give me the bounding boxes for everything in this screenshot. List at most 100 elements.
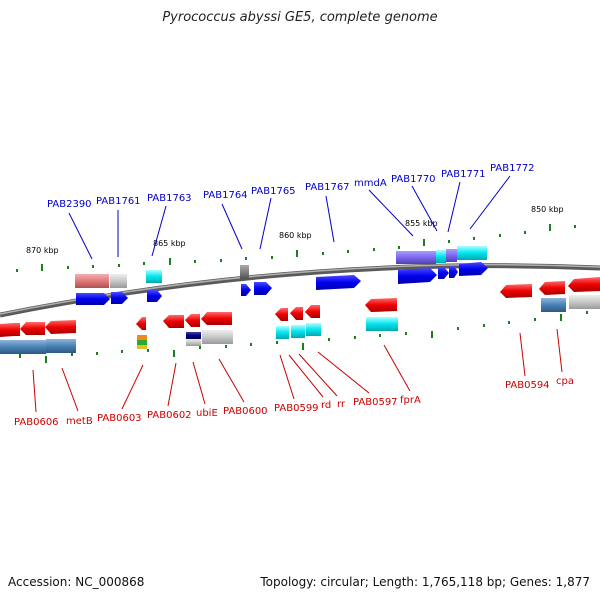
feature-block-cyan[interactable]	[366, 317, 398, 331]
scale-label: 860 kbp	[279, 231, 312, 240]
gene-arrow-rr[interactable]	[305, 305, 320, 318]
gene-label[interactable]: metB	[66, 416, 93, 427]
gene-arrow-pab2390[interactable]	[76, 293, 110, 305]
gene-arrow-minus[interactable]	[20, 322, 45, 335]
gene-arrow-mmda[interactable]	[398, 268, 437, 284]
feature-block-purple[interactable]	[396, 251, 436, 264]
leader-line	[192, 361, 206, 405]
feature-block-cyan[interactable]	[291, 325, 305, 338]
gene-label[interactable]: rr	[337, 399, 346, 410]
gene-label[interactable]: PAB0603	[97, 413, 142, 424]
gene-label[interactable]: fprA	[400, 395, 421, 406]
scale-label: 855 kbp	[405, 219, 438, 228]
feature-block-green[interactable]	[137, 340, 147, 345]
gene-label[interactable]: PAB1761	[96, 196, 141, 207]
genome-title: Pyrococcus abyssi GE5, complete genome	[162, 10, 438, 25]
gene-arrow-fpra[interactable]	[365, 298, 397, 312]
scale-label: 850 kbp	[531, 205, 564, 214]
leader-line	[325, 195, 335, 243]
leader-line	[32, 369, 37, 413]
scale-label: 870 kbp	[26, 246, 59, 255]
leader-line	[279, 354, 295, 400]
feature-block-steel[interactable]	[541, 298, 566, 312]
feature-block-yellow[interactable]	[137, 345, 147, 349]
feature-block-grey[interactable]	[202, 330, 233, 344]
leader-line	[519, 332, 526, 377]
gene-arrow-pab0602[interactable]	[163, 315, 184, 328]
gene-arrow-pab1761[interactable]	[111, 292, 128, 304]
feature-block-darkgrey[interactable]	[240, 265, 249, 279]
feature-block-grey[interactable]	[186, 339, 201, 346]
feature-block-cyan[interactable]	[306, 323, 321, 336]
gene-arrow-pab1770[interactable]	[438, 267, 449, 279]
leader-line	[259, 197, 272, 250]
gene-label[interactable]: PAB0602	[147, 410, 192, 421]
feature-block-steel[interactable]	[0, 340, 20, 354]
feature-block-steel[interactable]	[20, 340, 46, 354]
leader-line	[167, 362, 177, 407]
gene-arrow-ubie[interactable]	[185, 314, 200, 327]
top-gene-labels: PAB2390 PAB1761 PAB1763 PAB1764 PAB1765 …	[47, 163, 535, 210]
leader-line	[121, 364, 144, 410]
feature-block-cyan[interactable]	[276, 326, 289, 339]
gene-arrow-metb[interactable]	[45, 320, 76, 334]
gene-label[interactable]: PAB0599	[274, 403, 319, 414]
scale-labels: 870 kbp 865 kbp 860 kbp 855 kbp 850 kbp	[26, 205, 564, 255]
gene-label[interactable]: ubiE	[196, 408, 218, 419]
feature-block-orange[interactable]	[137, 335, 147, 340]
gene-arrow-pab0594[interactable]	[500, 284, 532, 298]
gene-arrow-pab1772[interactable]	[459, 262, 488, 276]
feature-block-cyan[interactable]	[457, 246, 487, 260]
gene-arrow-cpa[interactable]	[539, 281, 565, 295]
top-label-leaders	[68, 175, 511, 260]
leader-line	[61, 367, 79, 412]
gene-arrow-pab1763[interactable]	[147, 290, 162, 302]
gene-label[interactable]: PAB0597	[353, 397, 398, 408]
plus-strand-features	[75, 246, 488, 305]
gene-label[interactable]: rd	[321, 400, 331, 411]
gene-label[interactable]: cpa	[556, 376, 574, 387]
feature-block-cyan[interactable]	[436, 250, 446, 263]
leader-line	[447, 181, 461, 233]
top-scale-ticks	[16, 224, 576, 272]
leader-line	[151, 205, 167, 257]
gene-arrow-pab1767[interactable]	[316, 275, 361, 290]
feature-block-navy[interactable]	[186, 332, 201, 339]
feature-block-purple[interactable]	[446, 249, 457, 262]
leader-line	[411, 185, 438, 232]
gene-label[interactable]: PAB1772	[490, 163, 535, 174]
bottom-label-leaders	[32, 328, 563, 413]
bottom-gene-labels: PAB0606 metB PAB0603 PAB0602 ubiE PAB060…	[14, 376, 574, 428]
gene-label[interactable]: PAB1764	[203, 190, 248, 201]
gene-arrow-pab0603[interactable]	[136, 317, 146, 330]
leader-line	[368, 189, 414, 237]
feature-block-cyan[interactable]	[146, 270, 162, 283]
feature-block-pink[interactable]	[75, 274, 109, 288]
gene-arrow-rd[interactable]	[290, 307, 303, 320]
gene-label[interactable]: PAB1770	[391, 174, 436, 185]
gene-label[interactable]: PAB0606	[14, 417, 59, 428]
gene-arrow-minus[interactable]	[568, 277, 600, 292]
gene-arrow-pab0606[interactable]	[0, 323, 20, 337]
feature-block-grey[interactable]	[110, 274, 127, 288]
gene-label[interactable]: PAB0594	[505, 380, 550, 391]
gene-label[interactable]: PAB2390	[47, 199, 92, 210]
gene-label[interactable]: PAB1765	[251, 186, 296, 197]
leader-line	[383, 344, 411, 392]
gene-arrow-pab1771[interactable]	[449, 266, 458, 278]
gene-arrow-pab0599[interactable]	[275, 308, 288, 321]
gene-label[interactable]: PAB1763	[147, 193, 192, 204]
feature-block-grey[interactable]	[569, 295, 600, 309]
gene-arrow-pab1765[interactable]	[254, 282, 272, 295]
feature-block-steel[interactable]	[46, 339, 76, 353]
gene-arrow-pab0600[interactable]	[201, 312, 232, 325]
gene-label[interactable]: PAB0600	[223, 406, 268, 417]
gene-label[interactable]: mmdA	[354, 178, 387, 189]
gene-label[interactable]: PAB1767	[305, 182, 350, 193]
gene-arrow-pab1764[interactable]	[241, 284, 251, 296]
minus-strand-features	[0, 277, 600, 354]
leader-line	[221, 203, 243, 250]
leader-line	[288, 354, 324, 398]
gene-label[interactable]: PAB1771	[441, 169, 486, 180]
